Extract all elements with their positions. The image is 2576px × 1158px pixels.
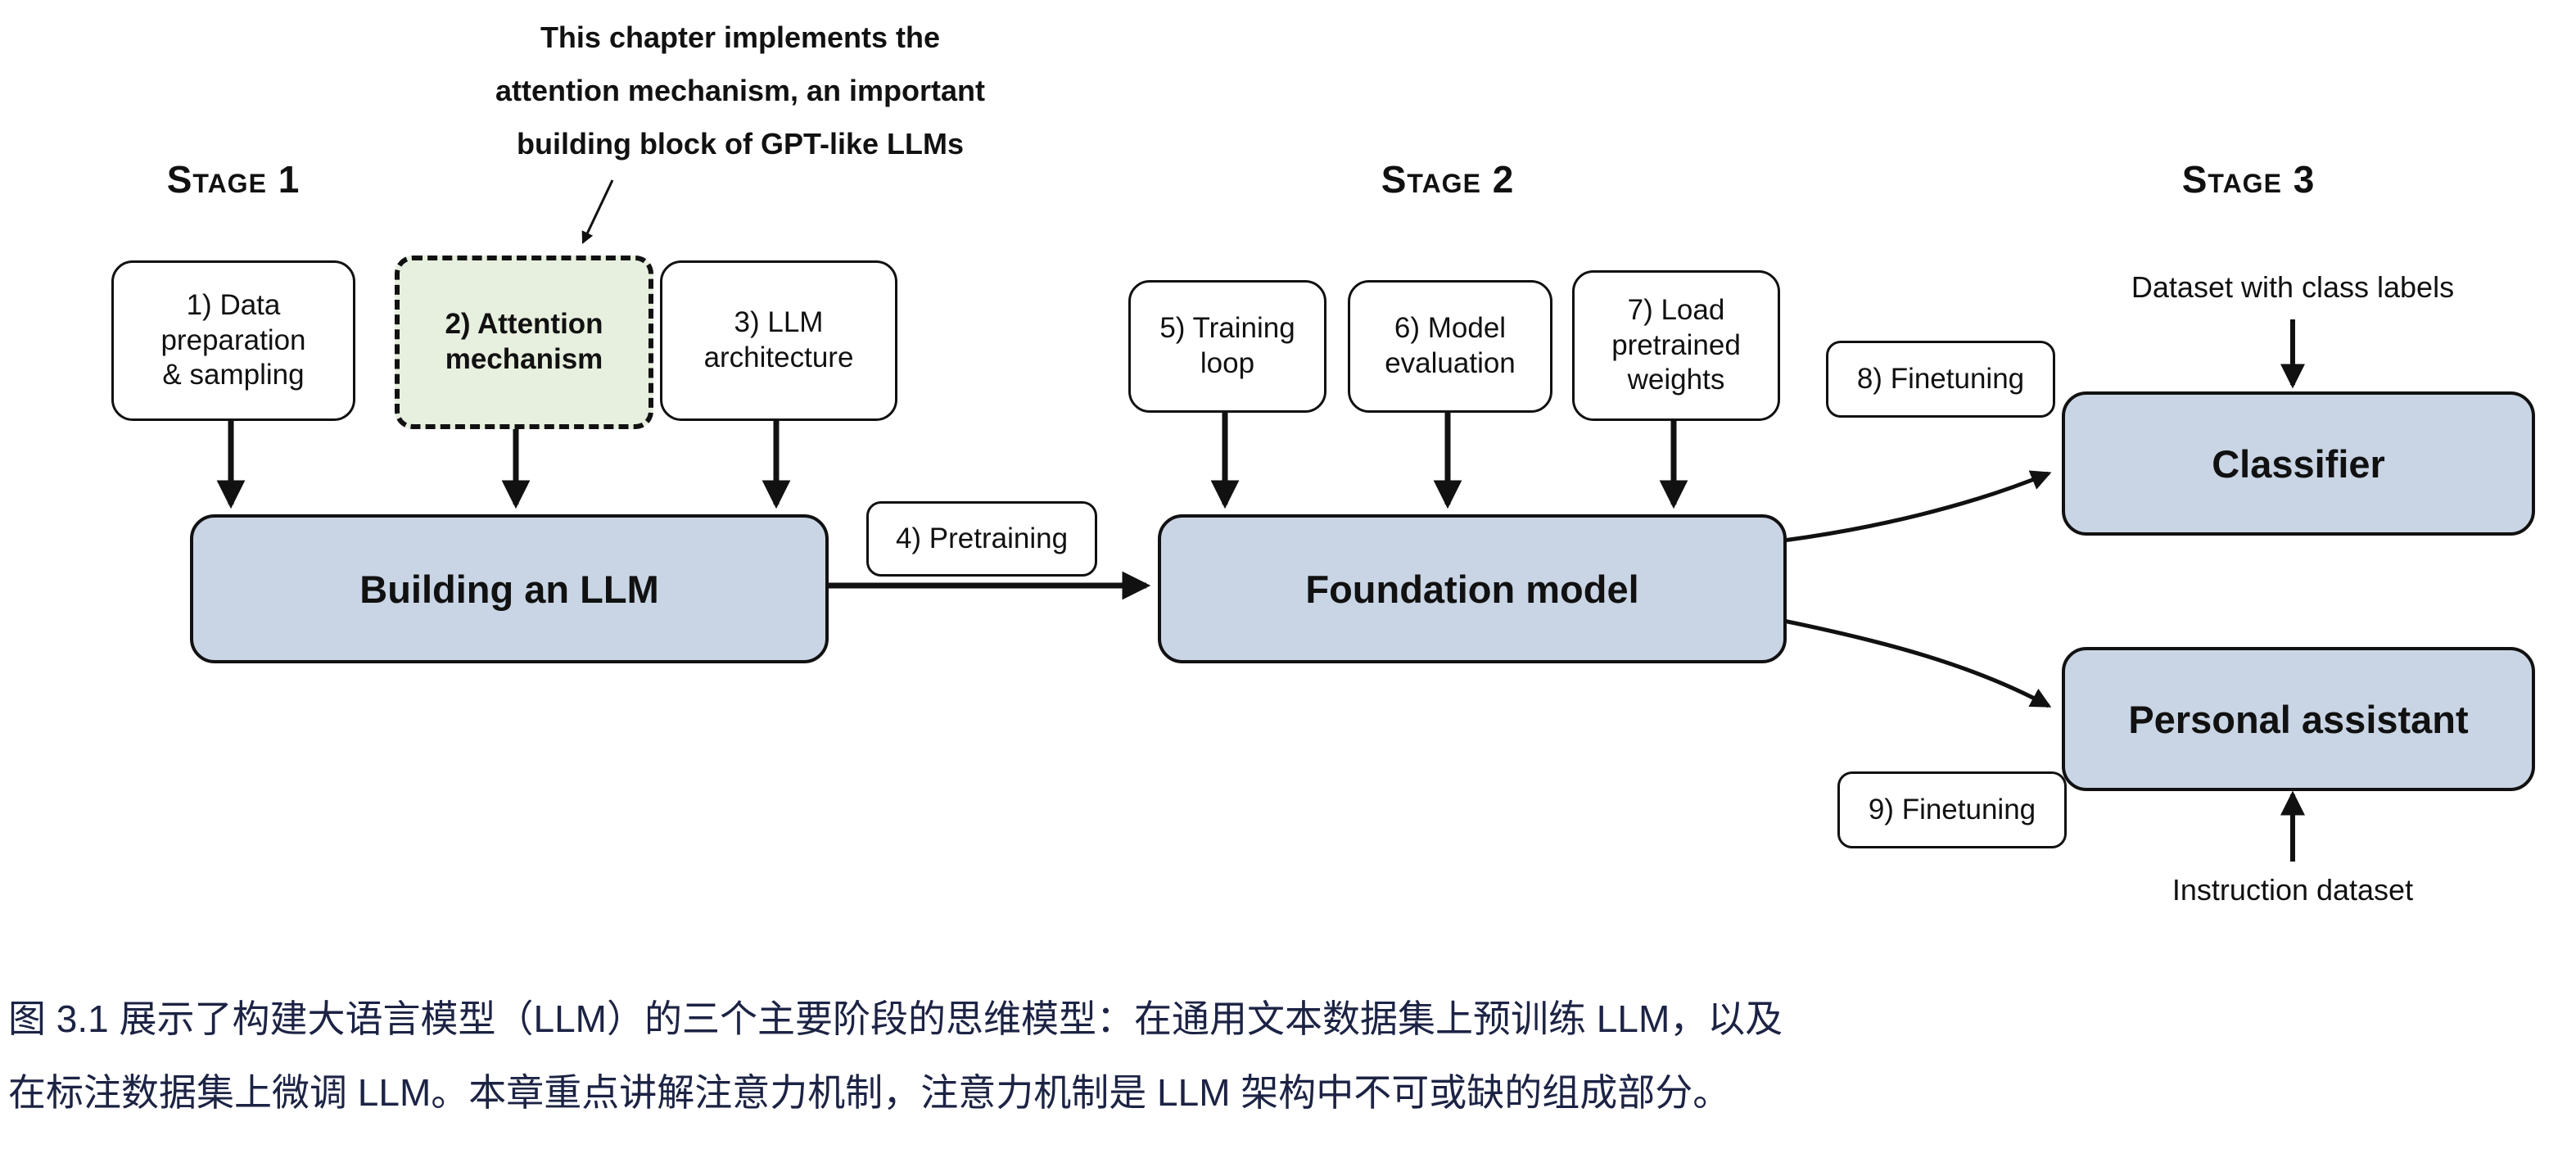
box-training-loop: 5) Training loop — [1128, 280, 1326, 413]
chapter-annotation: This chapter implements the attention me… — [495, 20, 986, 161]
box-model-evaluation: 6) Model evaluation — [1348, 280, 1552, 413]
box-attention-mechanism: 2) Attention mechanism — [395, 256, 653, 429]
box-classifier: Classifier — [2062, 391, 2535, 536]
stage-2-label: Stage 2 — [1381, 158, 1515, 201]
box-llm-architecture: 3) LLM architecture — [660, 260, 897, 421]
stage-3-label: Stage 3 — [2181, 158, 2316, 201]
box-pretraining: 4) Pretraining — [866, 501, 1097, 577]
box-finetuning-assistant: 9) Finetuning — [1837, 771, 2067, 848]
arrow-finetune-to-classifier — [1783, 470, 2052, 543]
box-load-pretrained-weights: 7) Load pretrained weights — [1572, 270, 1780, 421]
box-data-preparation: 1) Data preparation & sampling — [111, 260, 355, 421]
box-finetuning-classifier: 8) Finetuning — [1826, 341, 2055, 418]
dataset-class-labels-text: Dataset with class labels — [2131, 270, 2455, 304]
figure-caption: 图 3.1 展示了构建大语言模型（LLM）的三个主要阶段的思维模型：在通用文本数… — [8, 997, 1783, 1114]
stage-1-label: Stage 1 — [166, 158, 301, 201]
arrow-finetune-to-assistant — [1783, 618, 2052, 708]
arrow-annotation-to-attention — [581, 179, 614, 245]
box-personal-assistant: Personal assistant — [2062, 647, 2535, 791]
box-foundation-model: Foundation model — [1158, 514, 1787, 663]
box-building-llm: Building an LLM — [190, 514, 829, 663]
instruction-dataset-text: Instruction dataset — [2172, 873, 2414, 907]
